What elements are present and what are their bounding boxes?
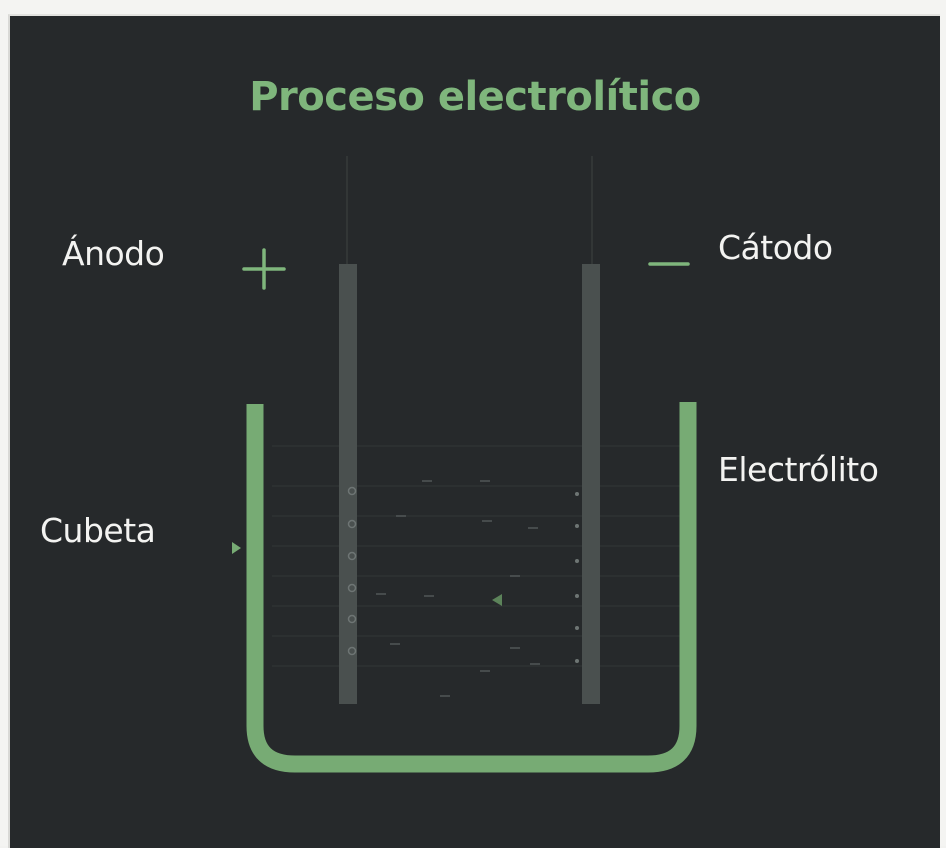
anode-electrode xyxy=(339,264,357,704)
cathode-ion-marks xyxy=(575,492,579,663)
cathode-electrode xyxy=(582,264,600,704)
ion-flow-arrow-icon xyxy=(492,594,502,606)
anode-ion-marks xyxy=(347,486,357,656)
vessel-label: Cubeta xyxy=(40,511,156,550)
plus-sign-icon xyxy=(242,248,286,290)
anode-label: Ánodo xyxy=(62,234,165,273)
diagram-title: Proceso electrolítico xyxy=(249,74,701,120)
electrolyte-ions xyxy=(376,480,540,697)
vessel-pointer-icon xyxy=(232,542,241,554)
electrolyte-label: Electrólito xyxy=(718,450,879,489)
vessel-outline xyxy=(246,402,697,773)
cathode-label: Cátodo xyxy=(718,228,833,267)
electrolysis-diagram xyxy=(232,156,697,773)
electrolyte-lines xyxy=(272,445,680,667)
diagram-panel: Proceso electrolítico Ánodo Cátodo Cubet… xyxy=(8,14,940,848)
